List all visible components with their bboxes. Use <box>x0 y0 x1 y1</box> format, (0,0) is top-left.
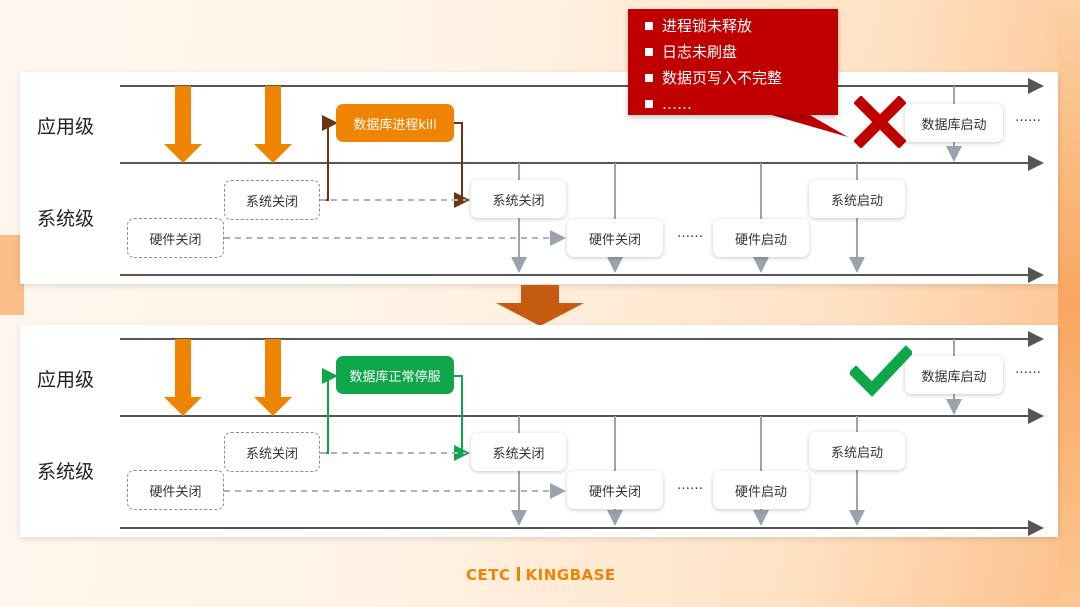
callout-item: 进程锁未释放 <box>645 13 838 39</box>
brand-separator <box>516 567 520 581</box>
hardware-start-box: 硬件启动 <box>713 471 809 509</box>
db-normal-stop-box: 数据库正常停服 <box>336 356 454 394</box>
system-start-box: 系统启动 <box>809 180 905 218</box>
down-arrow-2 <box>254 339 292 416</box>
down-arrow-2 <box>254 86 292 163</box>
down-arrow-1 <box>164 339 202 416</box>
down-arrow-1 <box>164 86 202 163</box>
callout-list: 进程锁未释放 日志未刷盘 数据页写入不完整 …… <box>628 9 838 117</box>
callout-item: …… <box>645 91 838 117</box>
bullet-icon <box>645 48 653 56</box>
hardware-close-box-dashed: 硬件关闭 <box>127 218 224 258</box>
brand-logo: CETC KINGBASE <box>466 566 616 584</box>
hardware-close-box: 硬件关闭 <box>567 219 663 257</box>
bullet-icon <box>645 74 653 82</box>
hardware-close-box: 硬件关闭 <box>567 471 663 509</box>
bullet-icon <box>645 22 653 30</box>
system-level-label: 系统级 <box>37 461 95 483</box>
callout-item: 日志未刷盘 <box>645 39 838 65</box>
system-level-label: 系统级 <box>37 208 95 230</box>
hardware-close-box-dashed: 硬件关闭 <box>127 470 224 510</box>
callout-item: 数据页写入不完整 <box>645 65 838 91</box>
system-close-box: 系统关闭 <box>471 433 566 471</box>
system-close-box-dashed: 系统关闭 <box>224 432 320 472</box>
ellipsis-end: …… <box>1015 362 1041 377</box>
cross-icon <box>854 96 906 148</box>
system-close-box-dashed: 系统关闭 <box>224 180 320 220</box>
db-process-kill-box: 数据库进程kill <box>336 104 454 142</box>
db-start-box: 数据库启动 <box>905 356 1003 394</box>
check-icon <box>850 345 912 397</box>
db-start-box: 数据库启动 <box>905 104 1003 142</box>
ellipsis-middle: …… <box>677 478 703 493</box>
background-shape-right <box>1058 0 1080 607</box>
bottom-diagram-panel: 应用级 系统级 数据库正常停服 系统关闭 硬件关闭 系统关闭 硬件关闭 …… 硬… <box>20 325 1058 537</box>
top-diagram-panel: 应用级 系统级 数据库进程kill 系统关闭 硬件关闭 系统关闭 硬件关闭 ……… <box>20 72 1058 284</box>
ellipsis-middle: …… <box>677 226 703 241</box>
problem-callout: 进程锁未释放 日志未刷盘 数据页写入不完整 …… <box>628 9 838 115</box>
brand-right: KINGBASE <box>525 566 616 584</box>
system-close-box: 系统关闭 <box>471 180 566 218</box>
system-start-box: 系统启动 <box>809 432 905 470</box>
hardware-start-box: 硬件启动 <box>713 219 809 257</box>
ellipsis-end: …… <box>1015 110 1041 125</box>
bullet-icon <box>645 100 653 108</box>
brand-left: CETC <box>466 566 511 584</box>
app-level-label: 应用级 <box>37 369 95 391</box>
app-level-label: 应用级 <box>37 116 95 138</box>
